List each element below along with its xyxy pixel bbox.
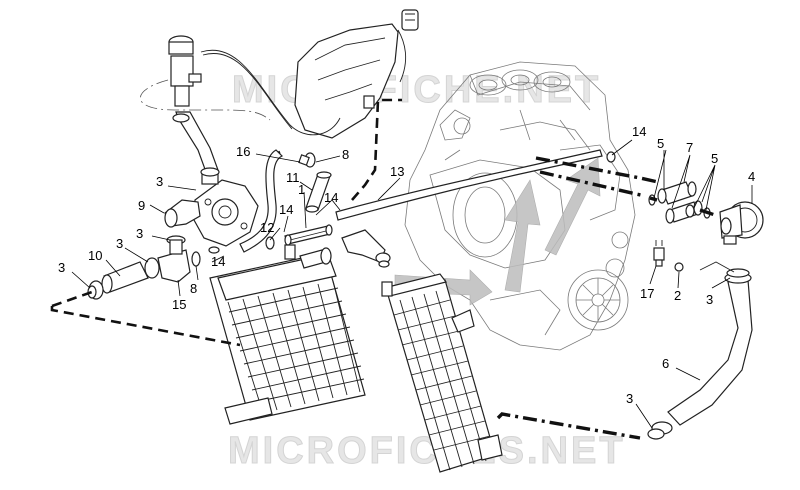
tank-outlet: [363, 95, 375, 109]
flow-line-tank: [351, 98, 402, 201]
radiator-left: [209, 244, 366, 425]
callout-labels: 16 8 13 14 5 7 5 4 3 9 11 1 14 14 12 3 3…: [58, 124, 755, 406]
callout-11: 11: [286, 170, 300, 185]
flow-line-left: [50, 306, 241, 347]
clamp-14: [265, 236, 275, 250]
callout-3-mid: 3: [136, 226, 143, 241]
callout-3-far-left: 3: [58, 260, 65, 275]
callout-1: 1: [298, 182, 305, 197]
clamp-3-bottom: [647, 428, 665, 440]
callout-12: 12: [260, 220, 274, 235]
callout-8-bottom: 8: [190, 281, 197, 296]
pipe-12: [284, 225, 331, 245]
callout-3-left: 3: [116, 236, 123, 251]
callout-8-top: 8: [342, 147, 349, 162]
t-connector: [157, 249, 191, 283]
leader-lines: [71, 139, 753, 429]
expansion-tank: [294, 9, 419, 139]
radiator-right-cap: [381, 281, 393, 297]
callout-14-right: 14: [632, 124, 646, 139]
thermostat-right: [719, 201, 764, 245]
callout-4: 4: [748, 169, 755, 184]
watermark-top: MICROFICHE.NET: [232, 69, 601, 111]
radiator-right: [381, 273, 503, 473]
filler-neck: [168, 35, 219, 173]
callout-3-top: 3: [156, 174, 163, 189]
clamp-9: [164, 208, 178, 228]
washer-2: [674, 262, 684, 272]
callout-9: 9: [138, 198, 145, 213]
thermostat-housing: [193, 167, 259, 247]
centerline-filler: [139, 79, 271, 121]
overflow-hose: [200, 49, 341, 136]
callout-7: 7: [686, 140, 693, 155]
flow-line-bottom: [496, 412, 641, 440]
centerline-right: [699, 261, 735, 273]
radiator-left-cap: [284, 244, 296, 260]
callout-17: 17: [640, 286, 654, 301]
lower-left-pipe: [87, 235, 220, 300]
hose-13: [335, 149, 603, 221]
callout-6: 6: [662, 356, 669, 371]
callout-10: 10: [88, 248, 102, 263]
callout-5-right: 5: [711, 151, 718, 166]
hose-16: [239, 149, 284, 253]
callout-2: 2: [674, 288, 681, 303]
watermark-bottom: MICROFICHES.NET: [228, 430, 626, 472]
hose-6: [667, 279, 753, 426]
callout-5-left: 5: [657, 136, 664, 151]
callout-13: 13: [390, 164, 404, 179]
callout-14-radiator: 14: [211, 254, 225, 269]
flow-line-thermostat: [699, 208, 719, 218]
flow-line-right-mid: [539, 170, 646, 198]
callout-3-bottom: 3: [626, 391, 633, 406]
flow-line-top-right: [535, 156, 659, 184]
callout-14-mid: 14: [324, 190, 338, 205]
callout-14-left: 14: [279, 202, 293, 217]
callout-3-right: 3: [706, 292, 713, 307]
flow-line-pipe-join: [649, 196, 658, 202]
callout-16: 16: [236, 144, 250, 159]
callout-15: 15: [172, 297, 186, 312]
tank-breather-hose: [397, 29, 407, 83]
flow-line-left-top: [51, 290, 93, 308]
temperature-sensor: [653, 240, 665, 267]
